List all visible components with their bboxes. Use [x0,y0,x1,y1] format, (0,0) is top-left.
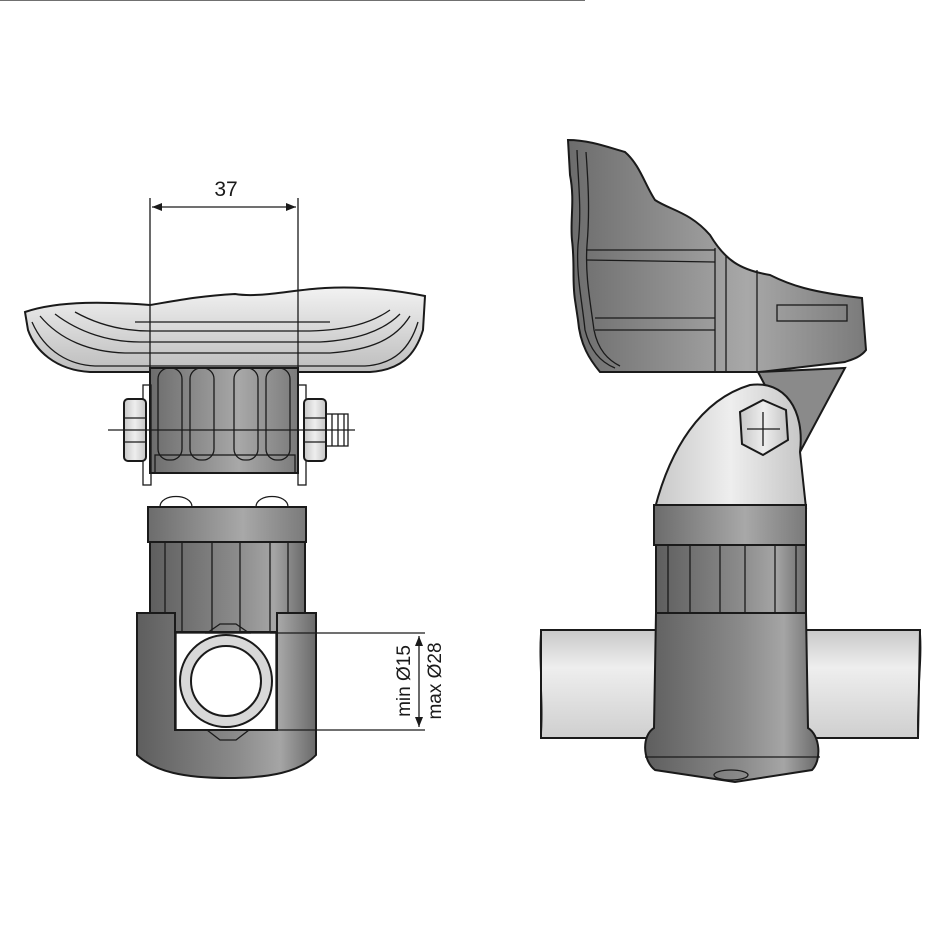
screw-head-right [255,495,289,508]
width-dimension: 37 [149,178,299,370]
hinge-bolt [108,398,355,462]
hinge-bracket [653,366,847,509]
foot-plate [23,286,427,373]
side-view [0,0,922,784]
clamp-body [136,612,317,780]
bottom-screw-hole [713,769,749,781]
width-dimension-label: 37 [214,178,237,201]
front-view: 37 min Ø15 max Ø28 [23,178,446,780]
foot-plate-side [0,0,868,373]
screw-head-left [159,495,193,508]
clamp-body-side [644,612,820,784]
reflector-slot [776,304,848,322]
diameter-dimension: min Ø15 max Ø28 [270,632,446,731]
clamp-collar-side [653,504,807,614]
hex-bolt [738,398,790,457]
max-diameter-label: max Ø28 [425,642,446,719]
tube-cross-section [179,634,273,728]
min-diameter-label: min Ø15 [394,645,415,717]
hinge-block [142,367,307,486]
